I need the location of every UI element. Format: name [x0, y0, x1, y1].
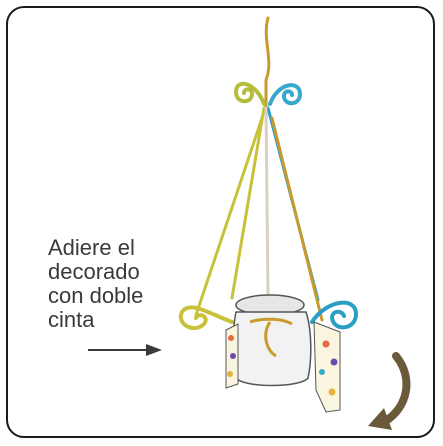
left-arm-spiral [178, 305, 234, 331]
top-left-spiral [233, 81, 266, 106]
illustration-card: Adiere el decorado con doble cinta [6, 6, 435, 438]
right-arm-spiral [310, 300, 359, 330]
instruction-caption: Adiere el decorado con doble cinta [48, 236, 198, 332]
caption-line-2: decorado [48, 259, 140, 284]
hanging-wires [194, 16, 324, 322]
top-right-spiral [268, 83, 303, 106]
curved-arrow-icon [368, 352, 411, 430]
glass-jar [232, 294, 312, 387]
decorated-paper-left [225, 323, 239, 389]
caption-line-1: Adiere el [48, 235, 135, 260]
caption-line-3: con doble [48, 283, 144, 308]
right-arrow-icon [88, 344, 162, 356]
caption-line-4: cinta [48, 307, 95, 332]
decorated-paper-right [313, 321, 341, 413]
